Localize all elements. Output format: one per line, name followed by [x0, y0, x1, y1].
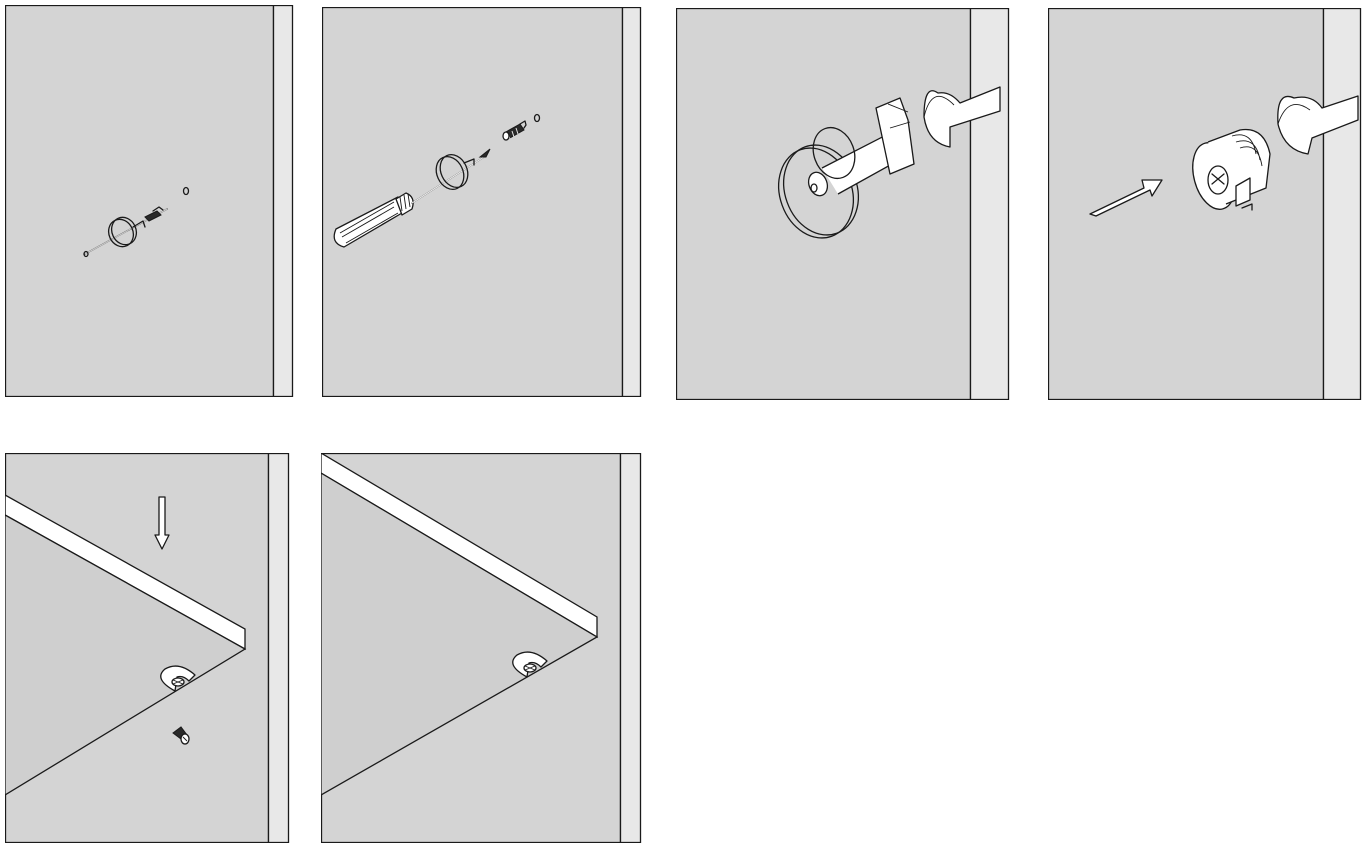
cabinet-side-panel: [323, 8, 623, 397]
panel-edge: [623, 8, 641, 397]
step-6-panel: [321, 453, 642, 843]
step-3-drawing: [676, 8, 1010, 400]
cabinet-side-panel: [677, 9, 971, 400]
step-4-drawing: [1048, 8, 1362, 400]
panel-edge: [971, 9, 1009, 400]
step-1-drawing: [5, 5, 294, 397]
step-5-panel: [5, 453, 290, 843]
cabinet-side-panel: [6, 6, 274, 397]
panel-edge: [1324, 9, 1361, 400]
panel-edge: [621, 454, 641, 843]
step-1-panel: [5, 5, 294, 397]
panel-edge: [274, 6, 293, 397]
panel-edge: [269, 454, 289, 843]
step-2-drawing: [322, 7, 642, 397]
step-4-panel: [1048, 8, 1362, 400]
step-3-panel: [676, 8, 1010, 400]
step-5-drawing: [5, 453, 290, 843]
step-2-panel: [322, 7, 642, 397]
cabinet-side-panel: [1049, 9, 1324, 400]
step-6-drawing: [321, 453, 642, 843]
